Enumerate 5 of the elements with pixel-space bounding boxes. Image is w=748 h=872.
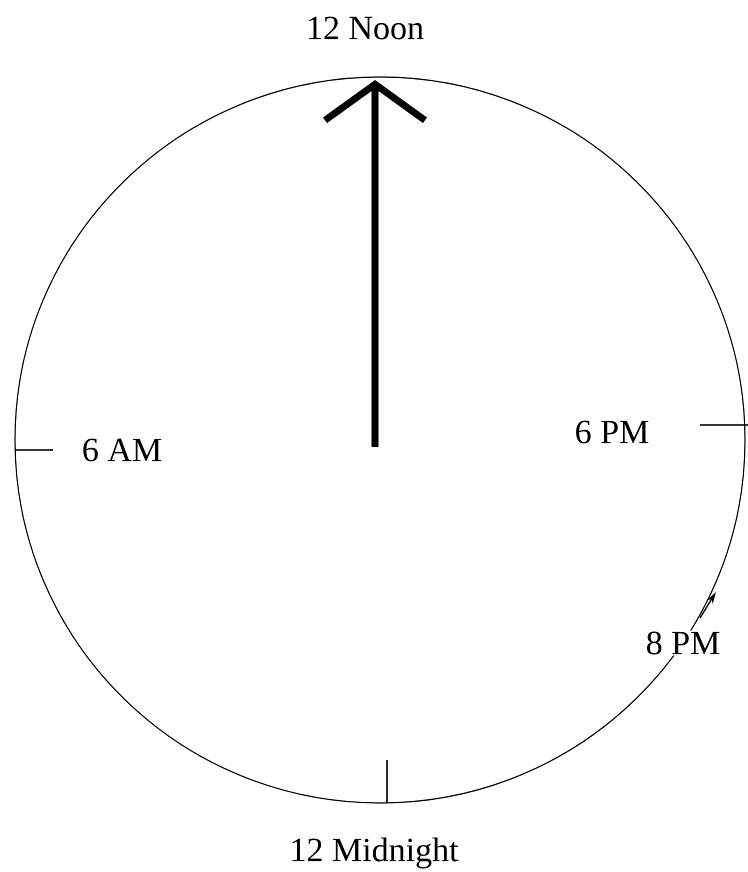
time-label: 12 Midnight [288, 836, 460, 870]
time-label: 12 Noon [304, 16, 426, 40]
time-label: 6 PM [574, 420, 650, 444]
time-label: 8 PM [644, 630, 722, 656]
time-label: 6 AM [80, 438, 164, 462]
